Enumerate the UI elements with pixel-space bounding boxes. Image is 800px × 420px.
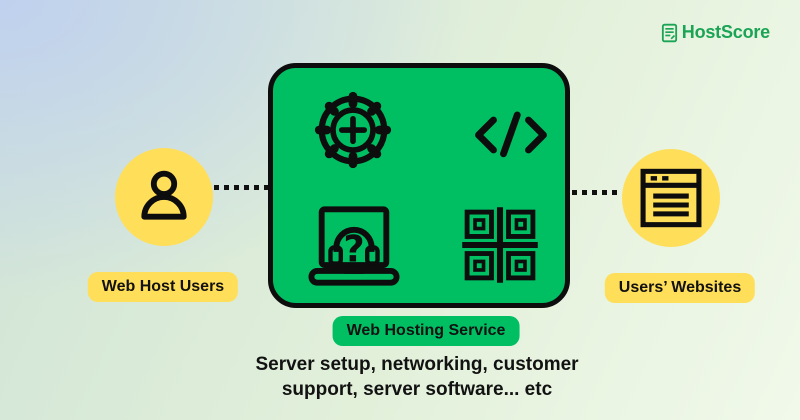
svg-text:?: ? xyxy=(343,227,364,270)
connector-right-dotted-line xyxy=(572,190,622,195)
support-laptop-icon: ? xyxy=(308,206,400,286)
hostscore-logo: HostScore xyxy=(661,22,770,43)
score-sheet-icon xyxy=(661,23,677,42)
gear-plus-icon xyxy=(314,91,392,169)
code-icon xyxy=(475,111,547,158)
service-description-line-1: Server setup, networking, customer xyxy=(255,354,579,375)
web-hosting-service-badge: Web Hosting Service xyxy=(332,316,520,346)
web-host-users-label: Web Host Users xyxy=(87,272,239,302)
connector-left-dotted-line xyxy=(214,185,268,190)
web-host-users-avatar xyxy=(115,148,213,246)
users-websites-label: Users’ Websites xyxy=(604,273,756,303)
users-websites-avatar xyxy=(622,149,720,247)
service-description-line-2: support, server software... etc xyxy=(281,379,553,400)
web-hosting-service-box: ? xyxy=(268,63,570,308)
qr-code-icon xyxy=(462,207,538,283)
person-icon xyxy=(141,170,187,220)
service-description: Server setup, networking, customer suppo… xyxy=(207,352,627,402)
browser-icon xyxy=(640,168,702,228)
hostscore-logo-text: HostScore xyxy=(681,22,770,42)
